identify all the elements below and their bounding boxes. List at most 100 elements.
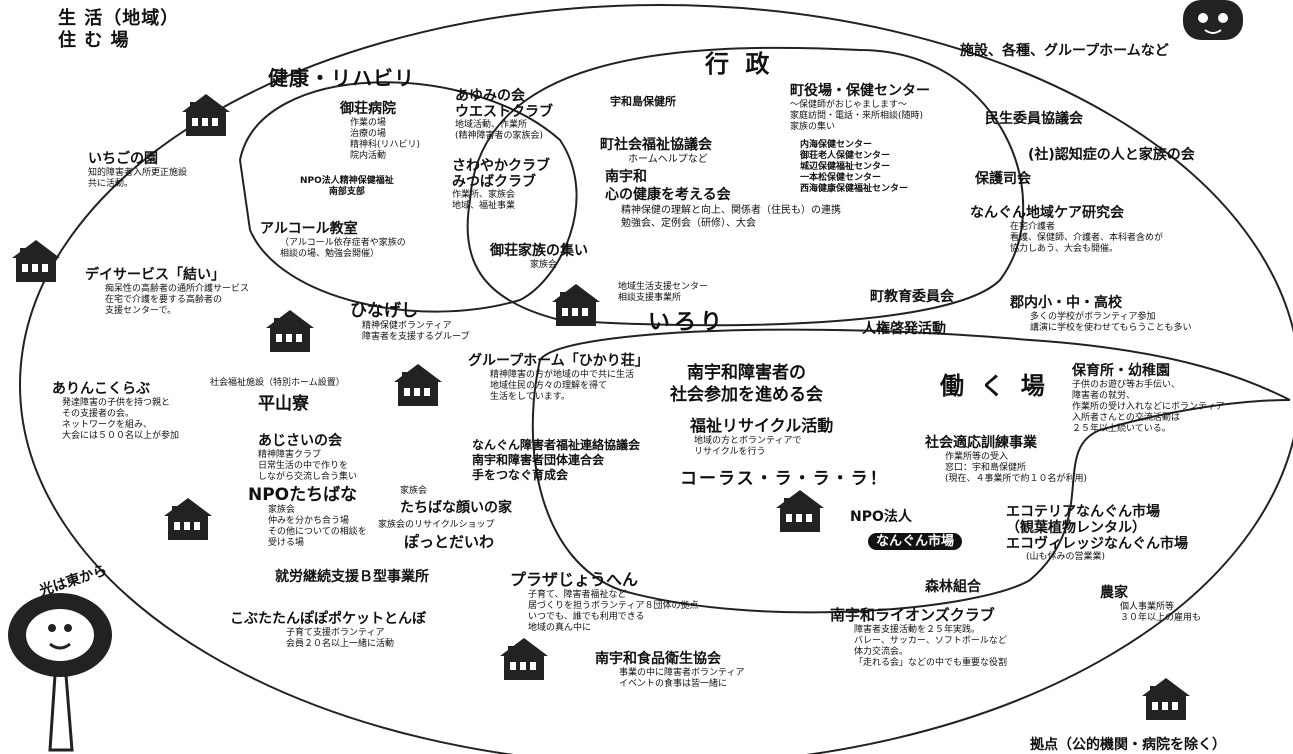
item-jinken: 人権啓発活動 [862,321,946,337]
item-title: NPOたちばな [248,485,358,505]
item-hirayama: 社会福祉施設（特別ホーム設置）平山寮 [210,378,345,414]
item-irori: 地域生活支援センター 相談支援事業所いろり [618,282,726,336]
house-icon [500,638,548,680]
item-noka: 農家個人事業所等 ３０年以上の雇用も [1100,582,1201,624]
item-title: グループホーム「ひかり荘」 [468,353,649,369]
corner-title-line2: 住 む 場 [58,30,130,51]
house-icon [12,240,60,282]
item-uwajima-hoken: 宇和島保健所 [610,95,676,108]
item-kodomo: こぶたたんぽぽポケットとんぼ子育て支援ボランティア 会員２０名以上一緒に活動 [230,608,426,650]
corner-title-line1: 生 活（地域） [58,8,180,29]
item-title: あじさいの会 [258,433,342,449]
item-shakyo: 町社会福祉協議会ホームヘルプなど [600,134,712,165]
item-tachibana-tsudoi: 家族会たちばな顔いの家 [400,486,512,517]
item-title: 保育所・幼稚園 [1072,363,1170,379]
item-title: 南宇和障害者の 社会参加を進める会 [670,363,823,405]
item-chorus: コーラス・ラ・ラ・ラ！ [680,469,889,489]
kenko-circle [238,81,578,313]
item-detail: 在宅介護者 看護、保健師、介護者、本科者含めが 協力しあう、大会も開催。 [1010,222,1164,254]
item-minsei: 民生委員協議会 [985,111,1083,127]
item-title: たちばな顔いの家 [400,500,512,516]
house-icon [164,498,212,540]
item-title: 福祉リサイクル活動 [690,416,834,435]
item-gosho-kazoku: 御荘家族の集い家族会 [490,240,588,271]
item-detail: 精神障害の方が地域の中で共に生活 地域住民の方々の理解を得て 生活をしています。 [490,370,635,402]
item-shinrin: 森林組合 [925,579,981,595]
item-detail: （アルコール依存症者や家族の 相談の場、勉強会開催） [280,238,406,259]
item-npo-nanbu: NPO法人精神保健福祉 南部支部 [300,176,394,198]
item-detail: 家族会のリサイクルショップ [378,520,495,530]
item-hogoshi: 保護司会 [975,171,1031,187]
item-detail: 事業の中に障害者ボランティア イベントの食事は皆一緒に [619,668,745,689]
item-detail: 多くの学校がボランティア参加 講演に学校を使わせてもらうことも多い [1030,312,1192,333]
item-title: こぶたたんぽぽポケットとんぼ [230,611,426,627]
item-title: 御荘家族の集い [490,243,588,259]
item-detail: 個人事業所等 ３０年以上の雇用も [1120,602,1202,623]
item-centers: 内海保健センター 御荘老人保健センター 城辺保健福祉センター 一本松保健センター… [800,140,909,194]
item-detail: 地域の方とボランティアで リサイクルを行う [694,436,802,457]
item-title: デイサービス「結い」 [85,267,225,283]
item-ichigo: いちごの園知的障害者入所更正施設 共に活動。 [88,148,187,190]
item-detail: ホームヘルプなど [628,154,708,165]
tree-mascot-icon [8,593,112,752]
item-detail: 家族会 [530,260,558,270]
corner-title: 生 活（地域） 住 む 場 [58,8,179,52]
item-title: ひなげし [350,301,418,321]
item-detail: 障害者支援活動を２５年実践。 バレー、サッカー、ソフトボールなど 体力交流会。 … [854,625,1008,668]
item-gakko: 郡内小・中・高校多くの学校がボランティア参加 講演に学校を使わせてもらうことも多… [1010,292,1192,334]
item-sawayaka: さわやかクラブ みつばクラブ作業所、家族会 地域、福祉事業 [452,158,550,212]
item-title: あゆみの会 ウエストクラブ [455,88,553,120]
item-npo-nangun: NPO法人なんぐん市場 [850,506,963,550]
item-title: NPO法人精神保健福祉 南部支部 [300,176,394,197]
hataraku-circle [531,359,1291,614]
item-detail: なんぐん市場 [868,533,963,550]
item-title: さわやかクラブ みつばクラブ [452,158,550,190]
item-detail: 子育て支援ボランティア 会員２０名以上一緒に活動 [286,628,395,649]
house-icon [552,284,600,326]
item-hinageshi: ひなげし精神保健ボランティア 障害者を支援するグループ [350,296,469,343]
house-icon [776,490,824,532]
item-detail: 知的障害者入所更正施設 共に活動。 [88,168,188,189]
item-title: 農家 [1100,585,1128,601]
item-shakai-sanka: 南宇和障害者の 社会参加を進める会 [670,362,823,406]
item-hoikusho: 保育所・幼稚園子供のお遊び等お手伝い、 障害者の就労、 作業所の受け入れなどにボ… [1072,360,1224,435]
gyosei-circle [466,46,1024,327]
item-title: 町役場・保健センター [790,83,930,99]
house-icon [182,94,230,136]
item-recycle: 福祉リサイクル活動地域の方とボランティアで リサイクルを行う [690,412,833,458]
item-detail: 地域活動、作業所 (精神障害者の家族会) [455,120,544,141]
item-chiiki-care: なんぐん地域ケア研究会在宅介護者 看護、保健師、介護者、本科者含めが 協力しあう… [970,202,1163,255]
house-icon [394,364,442,406]
item-detail: 精神障害クラブ 日常生活の中で作りを しながら交流し合う集い [258,450,358,482]
item-shakai-tekio: 社会適応訓練事業作業所等の受入 窓口：宇和島保健所 (現在、４事業所で約１０名が… [925,432,1087,485]
section-hataraku: 働 く 場 [940,372,1049,400]
item-title: アルコール教室 [260,221,358,237]
item-ecoteria: エコテリアなんぐん市場 （観葉植物レンタル） エコヴィレッジなんぐん市場(山も休… [1006,504,1188,563]
item-title: 平山寮 [258,394,309,414]
item-detail: (山も休みの営業業) [1026,552,1106,562]
item-kyoiku: 町教育委員会 [870,289,954,305]
item-detail: 家族会 仲みを分かち合う場 その他についての相談を 受ける場 [268,505,367,548]
section-kenko: 健康・リハビリ [268,66,415,90]
item-plaza: プラザじょうへん子育て、障害者福祉など 居づくりを担うボランティア８団体の拠点 … [510,566,698,634]
hataraku-line-top [539,328,1291,401]
item-ayumi: あゆみの会 ウエストクラブ地域活動、作業所 (精神障害者の家族会) [455,88,553,142]
item-title: ぽっとだいわ [404,533,495,551]
item-yakuba: 町役場・保健センター～保健師がおじゃまします～ 家庭訪問・電話・来所相談(随時)… [790,80,930,133]
section-gyosei: 行 政 [705,50,774,78]
item-title: 南宇和ライオンズクラブ [830,606,995,624]
item-detail: 発達障害の子供を持つ親と その支援者の会。 ネットワークを組み、 大会には５００… [62,398,180,441]
item-hikari: グループホーム「ひかり荘」精神障害の方が地域の中で共に生活 地域住民の方々の理解… [468,350,649,403]
item-detail: 痴呆性の高齢者の通所介護サービス 在宅で介護を要する高齢者の 支援センターで。 [105,284,250,316]
item-ajisai: あじさいの会精神障害クラブ 日常生活の中で作りを しながら交流し合う集い [258,418,357,483]
item-detail: 地域生活支援センター 相談支援事業所 [618,282,709,303]
item-detail: 作業所等の受入 窓口：宇和島保健所 (現在、４事業所で約１０名が利用) [945,452,1088,484]
item-title: エコテリアなんぐん市場 （観葉植物レンタル） エコヴィレッジなんぐん市場 [1006,504,1188,552]
item-pottodaiwa: 家族会のリサイクルショップぽっとだいわ [378,520,495,552]
item-detail: 子供のお遊び等お手伝い、 障害者の就労、 作業所の受け入れなどにボランティア 入… [1072,380,1225,434]
item-ninchi: (社)認知症の人と家族の会 [1028,147,1195,163]
item-detail: 家族会 [400,486,428,496]
item-title: NPO法人 [850,509,912,525]
item-title: いちごの園 [88,151,158,167]
